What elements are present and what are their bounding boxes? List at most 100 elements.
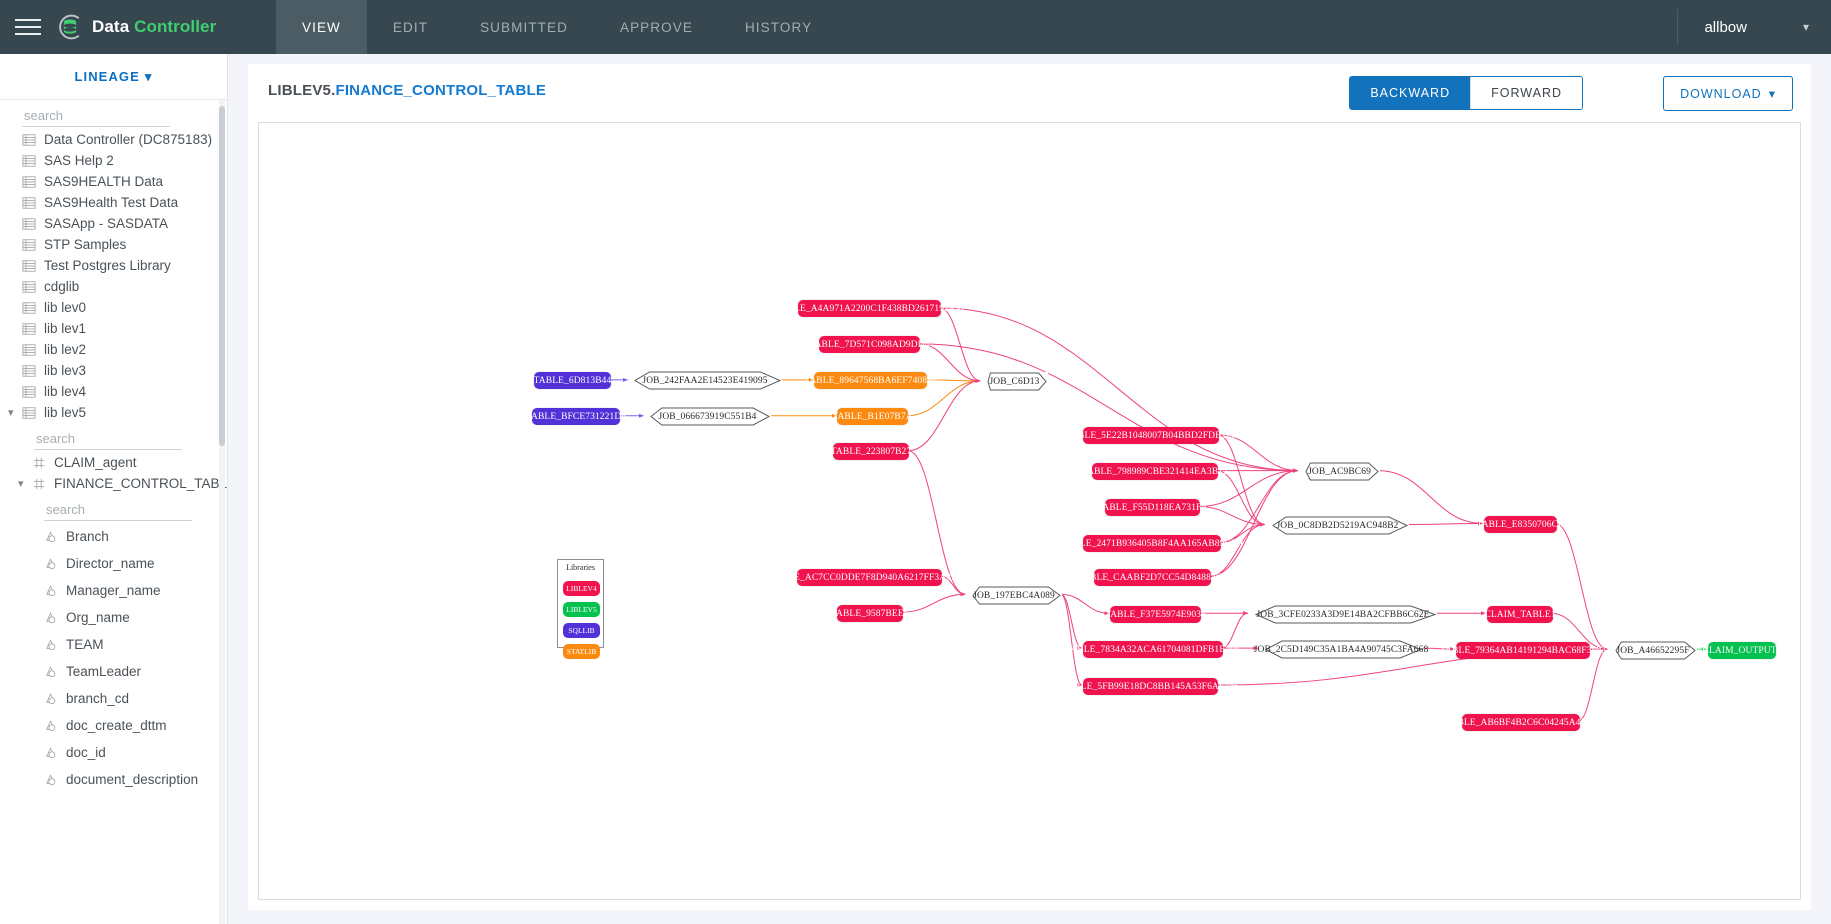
graph-node-table-n10[interactable]: TABLE_223807B27: [831, 443, 911, 460]
legend-item-liblev5[interactable]: LIBLEV5: [563, 602, 600, 617]
sidebar-item-lib-lev0[interactable]: lib lev0: [0, 297, 227, 318]
sidebar-item-label: Director_name: [66, 556, 155, 571]
sidebar-item-column-manager-name[interactable]: Manager_name: [0, 577, 227, 604]
sidebar-item-column-org-name[interactable]: Org_name: [0, 604, 227, 631]
graph-node-job-n15[interactable]: JOB_0C8DB2D5219AC948B2: [1266, 516, 1409, 535]
column-icon: [46, 746, 56, 758]
graph-node-table-n24[interactable]: CLAIM_TABLE1: [1484, 606, 1555, 623]
library-icon: [22, 406, 36, 419]
graph-node-job-n28[interactable]: JOB_A46652295F: [1609, 641, 1697, 660]
graph-node-table-n3[interactable]: TABLE_6D813B44: [534, 372, 611, 389]
graph-node-table-n17[interactable]: TABLE_2471B936405B8F4AA165AB89CD9: [1061, 535, 1243, 552]
graph-node-table-n5[interactable]: TABLE_89647568BA6EF740896: [804, 372, 937, 389]
library-icon: [22, 322, 36, 335]
graph-node-table-n22[interactable]: TABLE_F37E5974E9036: [1105, 606, 1206, 623]
graph-node-job-n6[interactable]: JOB_C6D13: [981, 372, 1048, 391]
graph-node-table-n31[interactable]: TABLE_AB6BF4B2C6C04245A4C76: [1445, 714, 1597, 731]
graph-edge: [1198, 506, 1266, 527]
sidebar-item-lib-lev5[interactable]: ▾ lib lev5: [0, 402, 227, 423]
sidebar-item-column-branch[interactable]: Branch: [0, 523, 227, 550]
sidebar-header-lineage[interactable]: LINEAGE ▾: [0, 54, 227, 100]
sidebar-item-column-branch-cd[interactable]: branch_cd: [0, 685, 227, 712]
sidebar-item-column-doc-id[interactable]: doc_id: [0, 739, 227, 766]
graph-node-job-n13[interactable]: JOB_AC9BC69: [1299, 462, 1380, 481]
graph-node-job-n4[interactable]: JOB_242FAA2E14523E419095: [628, 371, 782, 390]
sidebar-item-cdglib[interactable]: cdglib: [0, 276, 227, 297]
sidebar-item-finance-control-table[interactable]: ▾ FINANCE_CONTROL_TABLE: [0, 473, 227, 494]
sidebar-item-lib-lev4[interactable]: lib lev4: [0, 381, 227, 402]
graph-node-table-n14[interactable]: TABLE_F55D118EA731FA: [1097, 499, 1208, 516]
chevron-down-icon[interactable]: ▾: [18, 478, 24, 490]
legend-item-statlib[interactable]: STATLIB: [563, 644, 600, 659]
column-search-input[interactable]: [44, 500, 192, 521]
sidebar-item-claim-agent[interactable]: CLAIM_agent: [0, 452, 227, 473]
lineage-graph-canvas[interactable]: Libraries LIBLEV4 LIBLEV5 SQLLIB STATLIB…: [259, 123, 1800, 899]
sidebar-item-column-director-name[interactable]: Director_name: [0, 550, 227, 577]
download-button[interactable]: DOWNLOAD ▾: [1663, 76, 1793, 111]
graph-node-job-n20[interactable]: JOB_197EBC4A089: [966, 586, 1062, 605]
sidebar-item-column-document-description[interactable]: document_description: [0, 766, 227, 793]
graph-node-label: JOB_AC9BC69: [1308, 466, 1371, 477]
graph-node-table-n7[interactable]: TABLE_BFCE731221D6: [526, 408, 626, 425]
graph-node-table-n1[interactable]: TABLE_A4A971A2200C1F438BD2617192956: [776, 300, 963, 317]
sidebar-item-sas9health-test-data[interactable]: SAS9Health Test Data: [0, 192, 227, 213]
graph-node-label: JOB_242FAA2E14523E419095: [642, 375, 768, 386]
graph-node-table-n25[interactable]: TABLE_7834A32ACA61704081DFB1E20E: [1065, 641, 1241, 658]
graph-node-table-n21[interactable]: TABLE_9587BEEF: [831, 605, 909, 622]
graph-node-table-n9[interactable]: TABLE_B1E07B7A: [832, 408, 913, 425]
graph-node-table-n27[interactable]: TABLE_79364AB14191294BAC68F3593: [1440, 642, 1606, 659]
job-hexagon-shape: [650, 407, 771, 426]
sidebar-item-lib-lev2[interactable]: lib lev2: [0, 339, 227, 360]
sidebar-item-test-postgres-library[interactable]: Test Postgres Library: [0, 255, 227, 276]
tab-edit[interactable]: EDIT: [392, 19, 429, 35]
sidebar-item-sas-help-2[interactable]: SAS Help 2: [0, 150, 227, 171]
brand[interactable]: Data Controller: [56, 0, 276, 54]
legend-item-sqllib[interactable]: SQLLIB: [563, 623, 600, 638]
chevron-down-icon[interactable]: ▾: [8, 407, 14, 419]
tab-view[interactable]: VIEW: [276, 0, 367, 54]
graph-node-job-n23[interactable]: JOB_3CFE0233A3D9E14BA2CFBB6C62E: [1249, 605, 1437, 624]
library-search-input[interactable]: [22, 106, 170, 127]
graph-edge: [908, 378, 981, 452]
graph-node-label: TABLE_79364AB14191294BAC68F3593: [1440, 645, 1606, 656]
tab-history[interactable]: HISTORY: [744, 19, 813, 35]
tab-submitted[interactable]: SUBMITTED: [480, 19, 568, 35]
tab-approve[interactable]: APPROVE: [619, 19, 693, 35]
user-menu[interactable]: allbow ▾: [1678, 0, 1831, 54]
graph-node-table-n16[interactable]: TABLE_E8350706CB: [1477, 516, 1564, 533]
graph-node-job-n26[interactable]: JOB_2C5D149C35A1BA4A90745C3FA668: [1254, 640, 1428, 659]
sidebar-item-column-team[interactable]: TEAM: [0, 631, 227, 658]
lineage-graph-frame[interactable]: Libraries LIBLEV4 LIBLEV5 SQLLIB STATLIB…: [258, 122, 1801, 900]
graph-node-table-n30[interactable]: TABLE_5FB99E18DC8BB145A53F6AF746: [1062, 678, 1239, 695]
graph-node-table-n2[interactable]: TABLE_7D571C098AD9DD4: [809, 336, 929, 353]
sidebar-item-label: document_description: [66, 772, 199, 787]
sidebar-item-label: Test Postgres Library: [44, 258, 171, 273]
backward-button[interactable]: BACKWARD: [1350, 77, 1471, 109]
graph-node-label: JOB_197EBC4A089: [973, 590, 1055, 601]
job-hexagon-shape: [1254, 605, 1437, 624]
sidebar-scrollbar-track[interactable]: [219, 100, 225, 924]
forward-button[interactable]: FORWARD: [1470, 77, 1582, 109]
graph-node-table-n18[interactable]: TABLE_CAABF2D7CC54D84883C1: [1078, 569, 1227, 586]
download-label: DOWNLOAD: [1680, 86, 1762, 101]
sidebar-item-column-teamleader[interactable]: TeamLeader: [0, 658, 227, 685]
graph-node-job-n8[interactable]: JOB_066673919C551B4: [644, 407, 771, 426]
graph-node-table-n11[interactable]: TABLE_5E22B1048007B04BBD2FDB100: [1066, 427, 1236, 444]
sidebar-item-sasapp-sasdata[interactable]: SASApp - SASDATA: [0, 213, 227, 234]
sidebar-item-data-controller[interactable]: Data Controller (DC875183): [0, 129, 227, 150]
graph-node-table-n19[interactable]: TABLE_AC7CC0DDE7F8D940A6217FF3A3D8C: [770, 569, 969, 586]
data-controller-logo-icon: [59, 14, 80, 40]
sidebar-item-lib-lev3[interactable]: lib lev3: [0, 360, 227, 381]
graph-node-table-n29[interactable]: CLAIM_OUTPUT1: [1703, 642, 1781, 659]
sidebar-item-stp-samples[interactable]: STP Samples: [0, 234, 227, 255]
sidebar-item-label: Data Controller (DC875183): [44, 132, 213, 147]
legend-item-liblev4[interactable]: LIBLEV4: [563, 581, 600, 596]
sidebar-item-sas9health-data[interactable]: SAS9HEALTH Data: [0, 171, 227, 192]
sidebar-item-column-doc-create-dttm[interactable]: doc_create_dttm: [0, 712, 227, 739]
graph-node-table-n12[interactable]: TABLE_798989CBE321414EA3B12: [1082, 463, 1228, 480]
sidebar-scrollbar-thumb[interactable]: [219, 106, 225, 446]
sidebar-item-lib-lev1[interactable]: lib lev1: [0, 318, 227, 339]
graph-node-label: TABLE_CAABF2D7CC54D84883C1: [1077, 572, 1228, 583]
hamburger-icon[interactable]: [0, 0, 56, 54]
table-search-input[interactable]: [34, 429, 182, 450]
